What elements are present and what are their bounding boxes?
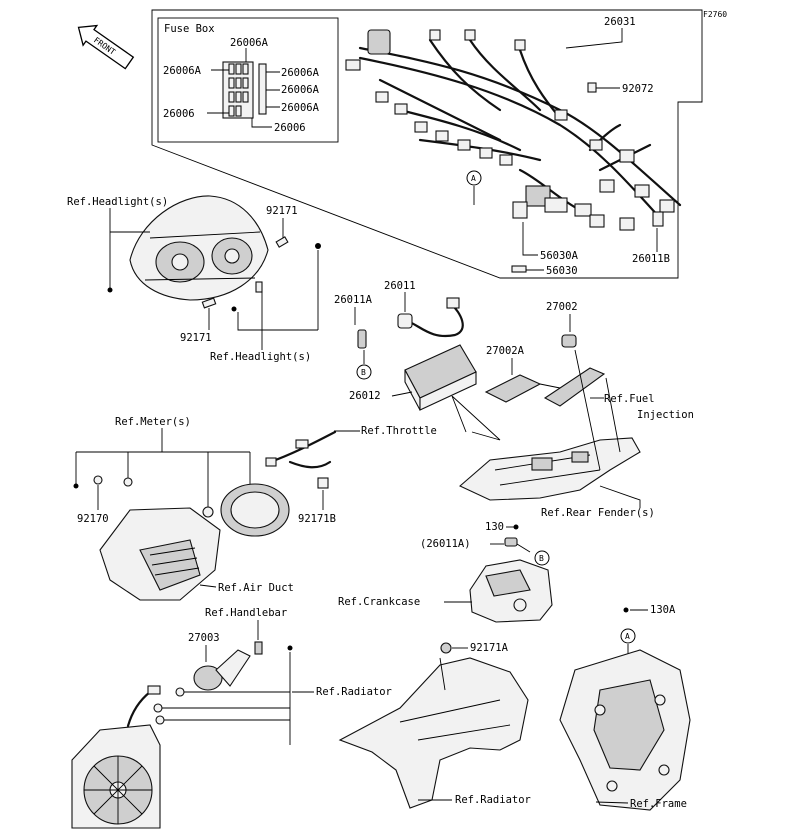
marker-a-frame: A: [620, 628, 636, 644]
callout-26031: 26031: [604, 16, 636, 28]
svg-text:B: B: [539, 554, 544, 563]
ref-radiator-1: Ref.Radiator: [316, 686, 392, 698]
svg-text:A: A: [471, 174, 476, 183]
callout-92170: 92170: [77, 513, 109, 525]
wiring-harness: [345, 29, 682, 231]
callout-27002: 27002: [546, 301, 578, 313]
svg-text:B: B: [361, 368, 366, 377]
ref-fuel-injection-1: Ref.Fuel: [604, 393, 655, 405]
ref-handlebar: Ref.Handlebar: [205, 607, 287, 619]
callout-27002a: 27002A: [486, 345, 525, 357]
marker-a-top: A: [466, 170, 482, 186]
callout-130: 130: [485, 521, 504, 533]
radiator-shroud: [338, 657, 529, 809]
callout-26011a: 26011A: [334, 294, 373, 306]
fuse-label-26006-bottom: 26006: [274, 122, 306, 134]
ecu-unit: [404, 344, 477, 411]
svg-text:A: A: [625, 632, 630, 641]
harness-panel: [151, 9, 703, 279]
ref-headlight-top: Ref.Headlight(s): [67, 196, 168, 208]
meter-unit: [202, 483, 290, 537]
ref-fuel-injection-2: Injection: [637, 409, 694, 421]
callout-92171b: 92171B: [298, 513, 336, 525]
ref-frame: Ref.Frame: [630, 798, 687, 810]
callout-26011a-paren: (26011A): [420, 538, 471, 550]
rear-fender-tray: [458, 437, 641, 501]
callout-27003: 27003: [188, 632, 220, 644]
callout-130a: 130A: [650, 604, 676, 616]
marker-b-right: B: [534, 550, 550, 566]
ref-crankcase: Ref.Crankcase: [338, 596, 420, 608]
callout-92072: 92072: [622, 83, 654, 95]
fuse-label-26006a-r1: 26006A: [281, 67, 320, 79]
ref-meter: Ref.Meter(s): [115, 416, 191, 428]
fuse-label-26006a-left: 26006A: [163, 65, 202, 77]
headlight-assembly: [129, 195, 269, 301]
horn-unit: [193, 649, 251, 691]
crankcase-section: [469, 559, 553, 623]
ref-radiator-2: Ref.Radiator: [455, 794, 531, 806]
ref-rear-fender: Ref.Rear Fender(s): [541, 507, 655, 519]
fuse-box-title: Fuse Box: [164, 23, 215, 35]
callout-26011: 26011: [384, 280, 416, 292]
front-arrow-icon: FRONT: [77, 24, 135, 70]
callout-26011b: 26011B: [632, 253, 670, 265]
ref-air-duct: Ref.Air Duct: [218, 582, 294, 594]
ref-throttle: Ref.Throttle: [361, 425, 437, 437]
air-duct: [99, 507, 221, 601]
callout-56030a: 56030A: [540, 250, 579, 262]
fuse-box: [222, 61, 267, 119]
callout-56030: 56030: [546, 265, 578, 277]
fuse-label-26006-left: 26006: [163, 108, 195, 120]
marker-b-left: B: [356, 364, 372, 380]
figure-code: F2760: [703, 10, 727, 19]
callout-92171-a: 92171: [266, 205, 298, 217]
radiator-fan: [71, 724, 161, 829]
throttle-sub-harness: [265, 430, 337, 489]
ref-headlight-bottom: Ref.Headlight(s): [210, 351, 311, 363]
fuse-label-26006a-r2: 26006A: [281, 84, 320, 96]
fuse-box-frame: [157, 17, 339, 143]
fuse-label-26006a-top: 26006A: [230, 37, 269, 49]
fuse-label-26006a-r3: 26006A: [281, 102, 320, 114]
frame-section: [559, 649, 691, 811]
callout-92171-b: 92171: [180, 332, 212, 344]
callout-26012: 26012: [349, 390, 381, 402]
callout-92171a: 92171A: [470, 642, 509, 654]
